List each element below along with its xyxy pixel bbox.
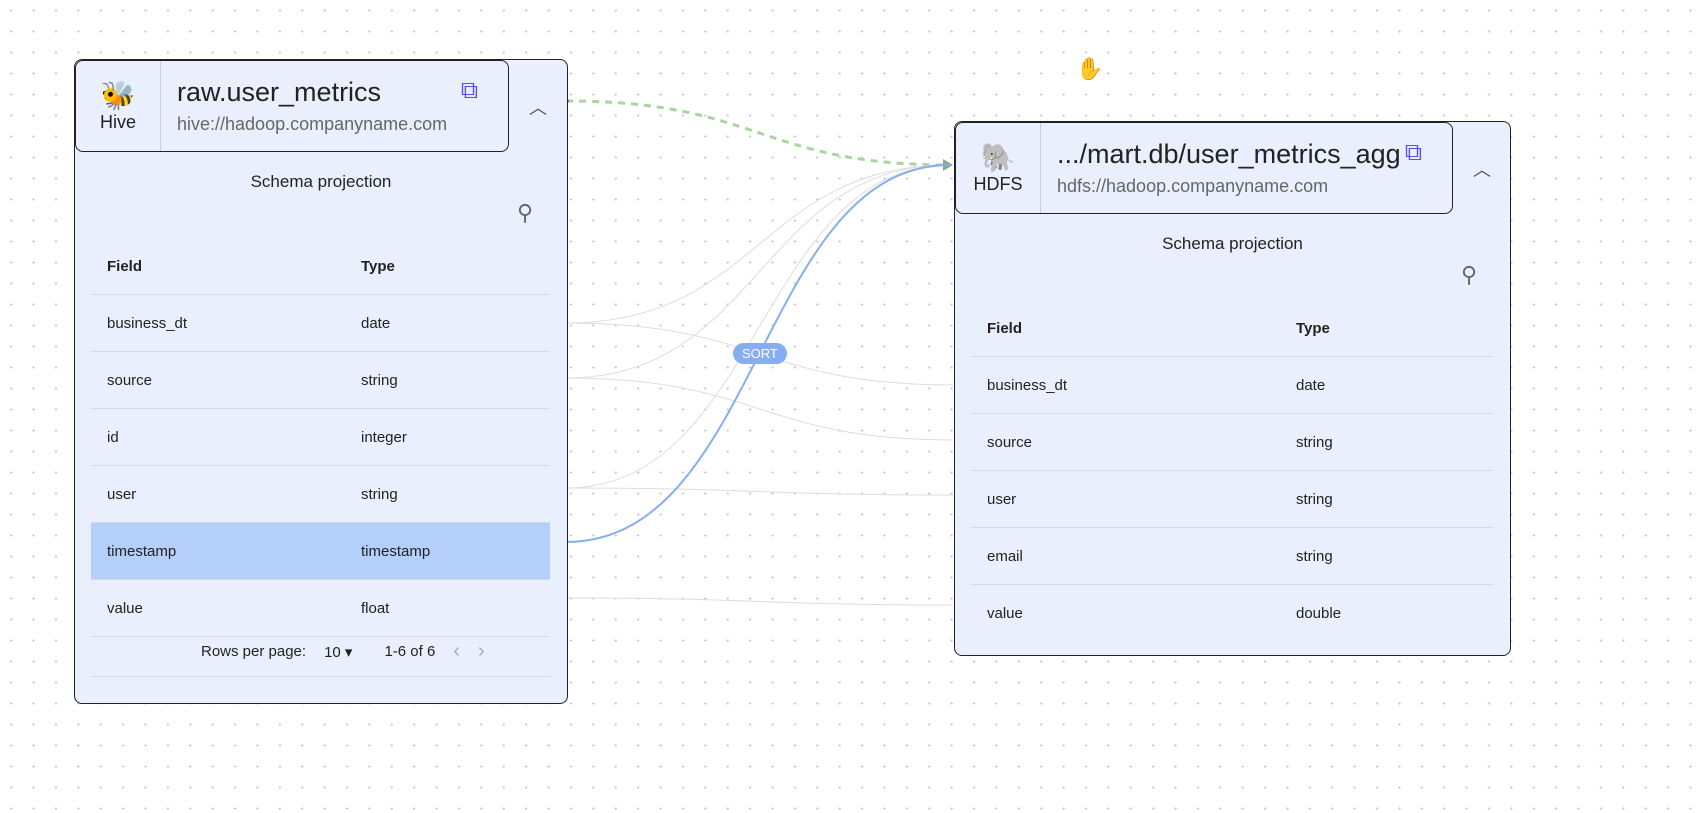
- section-title: Schema projection: [250, 172, 392, 191]
- edge-label-sort[interactable]: SORT: [733, 343, 787, 364]
- hand-cursor-icon: ✋: [1076, 56, 1104, 81]
- dataset-uri: hdfs://hadoop.companyname.com: [1057, 176, 1329, 196]
- prev-page-button[interactable]: ‹: [453, 640, 460, 662]
- dataset-uri: hive://hadoop.companyname.com: [177, 114, 448, 134]
- collapse-chevron-icon[interactable]: ︿: [1473, 160, 1491, 180]
- hdfs-elephant-icon: 🐘: [980, 141, 1016, 173]
- hive-logo-icon: 🐝: [100, 79, 136, 111]
- collapse-chevron-icon[interactable]: ︿: [529, 98, 547, 118]
- dataset-name: .../mart.db/user_metrics_agg: [1057, 139, 1401, 169]
- pagination: Rows per page: 10 ▾ 1-6 of 6 ‹ ›: [201, 640, 485, 662]
- dataset-name: raw.user_metrics: [177, 77, 382, 107]
- open-external-icon[interactable]: ⧉: [460, 77, 478, 104]
- search-icon[interactable]: ⚲: [517, 200, 534, 225]
- section-title: Schema projection: [1162, 234, 1303, 253]
- search-icon[interactable]: ⚲: [1461, 262, 1478, 287]
- open-external-icon[interactable]: ⧉: [1404, 139, 1422, 166]
- divider: [91, 676, 551, 677]
- next-page-button[interactable]: ›: [478, 640, 485, 662]
- rows-per-page-select[interactable]: 10 ▾: [324, 643, 353, 661]
